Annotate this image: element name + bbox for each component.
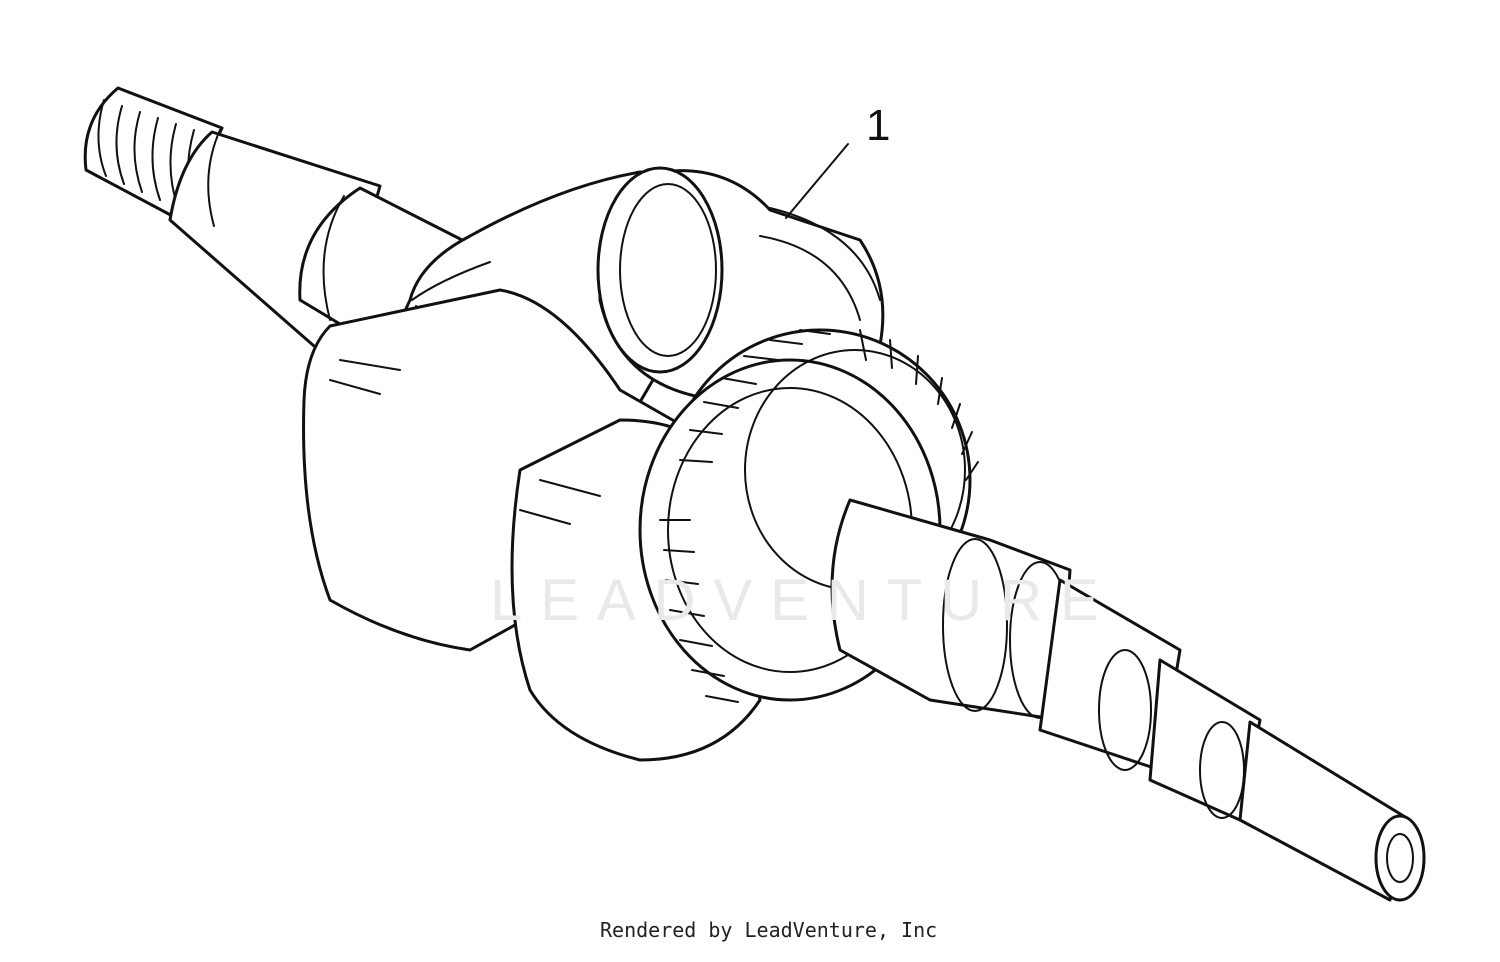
callout-number: 1 — [866, 101, 891, 150]
left-shaft — [168, 129, 472, 362]
right-shaft — [830, 498, 1426, 902]
credit-text: Rendered by LeadVenture, Inc — [600, 918, 938, 942]
callout-leader-line — [785, 143, 849, 219]
watermark: LEADVENTURE — [490, 568, 1117, 633]
